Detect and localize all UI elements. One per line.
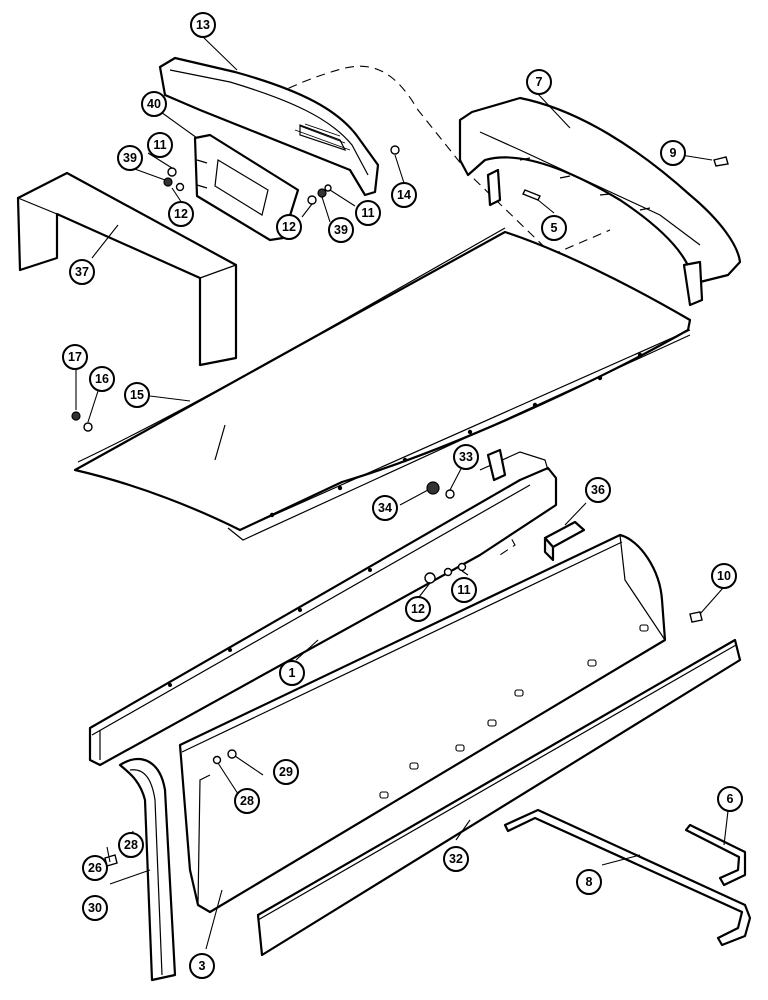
svg-text:13: 13: [196, 18, 210, 32]
svg-text:11: 11: [361, 206, 374, 220]
callout-29: 29: [273, 759, 299, 785]
callout-12-middle: 12: [405, 596, 431, 622]
svg-text:40: 40: [147, 97, 161, 111]
callout-12-top-left: 12: [168, 201, 194, 227]
svg-text:39: 39: [123, 151, 137, 165]
callout-3: 3: [189, 953, 215, 979]
svg-text:6: 6: [727, 792, 734, 806]
part-6-short-rod: [684, 823, 747, 887]
callout-14: 14: [391, 182, 417, 208]
svg-text:11: 11: [457, 583, 470, 597]
svg-text:16: 16: [95, 372, 109, 386]
callout-39-top-right: 39: [328, 217, 354, 243]
callout-7: 7: [526, 69, 552, 95]
callout-30: 30: [82, 895, 108, 921]
callout-37: 37: [69, 259, 95, 285]
part-30-fender-strip: [118, 757, 177, 982]
callout-39-top-left: 39: [117, 145, 143, 171]
hardware: [71, 145, 729, 867]
svg-text:3: 3: [199, 959, 206, 973]
callout-1: 1: [279, 660, 305, 686]
callout-36: 36: [585, 477, 611, 503]
callout-28-bottom: 28: [118, 832, 144, 858]
part-15-hood-panel: [73, 227, 692, 541]
callout-12-top-right: 12: [276, 214, 302, 240]
svg-text:12: 12: [174, 207, 188, 221]
callout-11-top-left: 11: [147, 132, 173, 158]
callout-34: 34: [372, 495, 398, 521]
callout-26: 26: [82, 855, 108, 881]
callout-28-panel: 28: [234, 788, 260, 814]
svg-text:9: 9: [670, 146, 677, 160]
svg-text:5: 5: [551, 221, 558, 235]
callout-11-top-right: 11: [355, 200, 381, 226]
svg-text:11: 11: [153, 138, 166, 152]
callout-5: 5: [541, 215, 567, 241]
part-32-trim-strip: [256, 638, 742, 957]
callout-15: 15: [124, 382, 150, 408]
part-36-block: [543, 520, 586, 562]
callout-13: 13: [190, 12, 216, 38]
svg-text:8: 8: [586, 875, 593, 889]
svg-text:34: 34: [378, 501, 392, 515]
part-13-grille-frame: [158, 56, 380, 197]
callout-9: 9: [660, 140, 686, 166]
svg-text:10: 10: [717, 569, 731, 583]
callout-6: 6: [717, 786, 743, 812]
svg-text:15: 15: [130, 388, 144, 402]
svg-text:37: 37: [75, 265, 89, 279]
svg-text:7: 7: [536, 75, 543, 89]
part-7-nose-cover: [458, 96, 742, 307]
svg-text:29: 29: [279, 765, 293, 779]
callout-33: 33: [453, 444, 479, 470]
callout-40: 40: [141, 91, 167, 117]
callout-17: 17: [62, 344, 88, 370]
svg-text:30: 30: [88, 901, 102, 915]
part-1-side-rail: [88, 448, 558, 767]
svg-text:28: 28: [124, 838, 138, 852]
svg-text:14: 14: [397, 188, 411, 202]
callout-11-middle: 11: [451, 577, 477, 603]
callout-32: 32: [443, 846, 469, 872]
svg-text:26: 26: [88, 861, 102, 875]
part-37-side-panel: [16, 171, 238, 367]
svg-text:39: 39: [334, 223, 348, 237]
mounting-holes: [168, 352, 649, 799]
svg-text:17: 17: [68, 350, 82, 364]
part-8-long-rod: [503, 808, 752, 947]
svg-text:28: 28: [240, 794, 254, 808]
svg-text:12: 12: [282, 220, 296, 234]
callout-8: 8: [576, 869, 602, 895]
callout-16: 16: [89, 366, 115, 392]
svg-text:36: 36: [591, 483, 605, 497]
svg-text:32: 32: [449, 852, 463, 866]
svg-text:1: 1: [289, 666, 296, 680]
svg-text:33: 33: [459, 450, 473, 464]
callout-10: 10: [711, 563, 737, 589]
svg-text:12: 12: [411, 602, 425, 616]
part-3-side-panel: [178, 533, 667, 914]
